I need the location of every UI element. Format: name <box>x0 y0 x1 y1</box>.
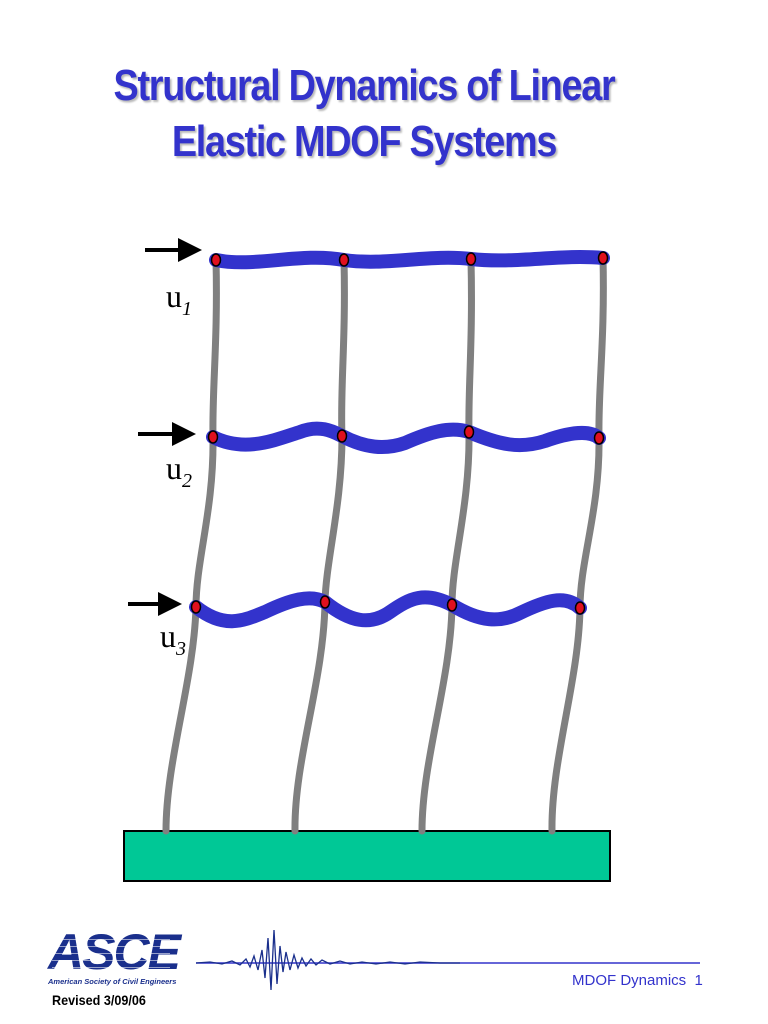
dof-label-subscript: 1 <box>182 298 192 320</box>
node <box>463 425 475 439</box>
column-2 <box>291 256 348 835</box>
node <box>207 430 219 444</box>
node <box>446 598 458 612</box>
page-label: MDOF Dynamics 1 <box>572 972 703 989</box>
node <box>597 251 609 265</box>
dof-label-subscript: 3 <box>176 638 186 660</box>
dof-label-base: u <box>166 278 182 314</box>
dof-label-u2: u2 <box>166 452 192 491</box>
node <box>338 253 350 267</box>
node <box>465 252 477 266</box>
seismogram-icon <box>195 929 460 991</box>
dof-arrows <box>128 238 202 616</box>
asce-logo: ASCE American Society of Civil Engineers <box>48 926 181 992</box>
revised-date: Revised 3/09/06 <box>52 992 146 1008</box>
slide-title: Structural Dynamics of Linear Elastic MD… <box>51 58 677 170</box>
node <box>319 595 331 609</box>
title-line-2: Elastic MDOF Systems <box>171 117 558 166</box>
title-line-1: Structural Dynamics of Linear <box>113 61 616 110</box>
nodes <box>190 251 609 615</box>
column-1 <box>162 256 220 835</box>
dof-label-base: u <box>166 450 182 486</box>
beam-floor-2 <box>206 421 606 454</box>
dof-label-subscript: 2 <box>182 470 192 492</box>
ground-slab <box>123 830 611 882</box>
dof-label-u1: u1 <box>166 280 192 319</box>
columns <box>162 254 607 835</box>
node <box>574 601 586 615</box>
logo-subtitle: American Society of Civil Engineers <box>48 977 177 986</box>
node <box>593 431 605 445</box>
node <box>190 600 202 614</box>
column-3 <box>418 256 475 835</box>
node <box>336 429 348 443</box>
beam-floor-1 <box>209 250 610 270</box>
dof-label-base: u <box>160 618 176 654</box>
beam-floor-3 <box>189 590 587 629</box>
column-4 <box>548 254 607 835</box>
beams <box>189 250 610 629</box>
dof-label-u3: u3 <box>160 620 186 659</box>
logo-text: ASCE <box>48 924 181 980</box>
node <box>210 253 222 267</box>
